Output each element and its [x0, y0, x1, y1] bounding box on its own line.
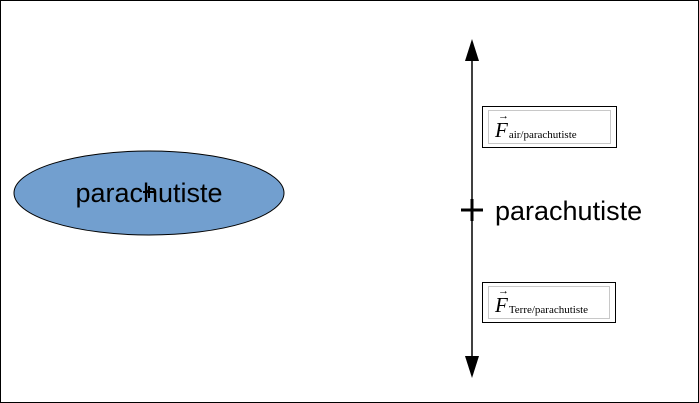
- vector-arrow-icon: →: [498, 110, 509, 122]
- force-air-subscript: air/parachutiste: [508, 129, 577, 141]
- force-terre-subscript: Terre/parachutiste: [508, 304, 589, 316]
- force-terre-letter: F: [495, 293, 508, 317]
- vector-arrow-icon: →: [498, 285, 509, 297]
- force-terre-symbol: → F: [495, 286, 509, 317]
- force-terre-box: → F Terre/parachutiste: [482, 282, 616, 323]
- force-terre-inner: → F Terre/parachutiste: [488, 286, 610, 319]
- force-air-box: → F air/parachutiste: [482, 106, 617, 148]
- arrow-up-icon: [465, 39, 479, 61]
- force-air-inner: → F air/parachutiste: [488, 110, 611, 144]
- arrow-down-icon: [465, 356, 479, 378]
- ellipse-label-text: parachutiste: [75, 177, 223, 208]
- force-air-letter: F: [495, 118, 508, 142]
- ellipse-label: parachutiste: [13, 151, 285, 235]
- point-label: parachutiste: [495, 196, 643, 226]
- force-air-symbol: → F: [495, 111, 509, 142]
